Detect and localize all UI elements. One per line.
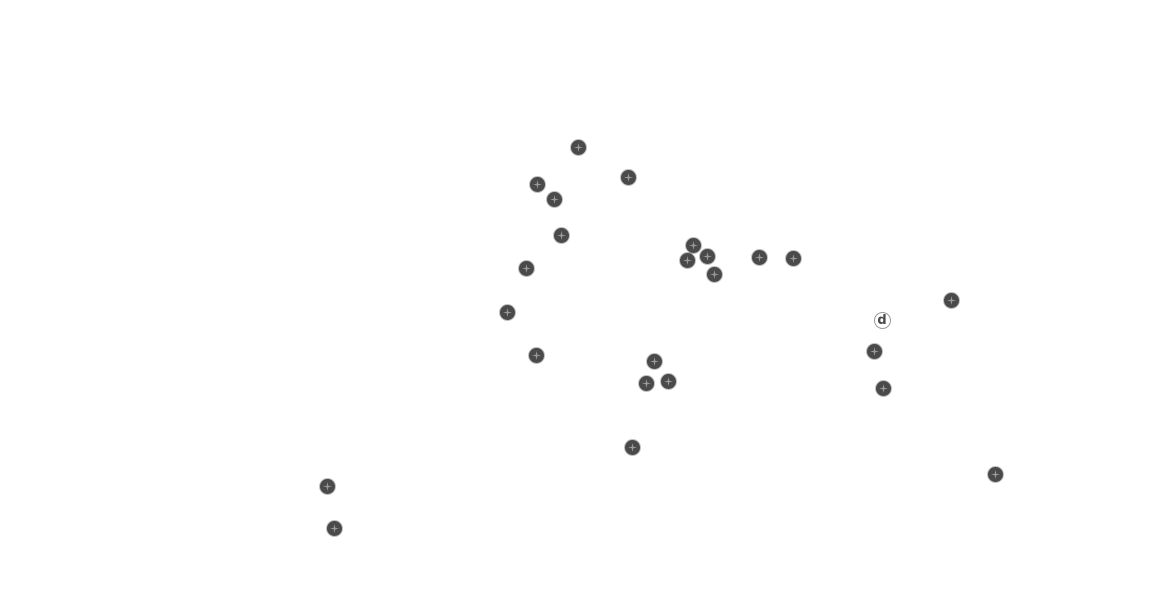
cross-in-circle-icon (688, 240, 698, 250)
cross-in-circle-icon (990, 469, 1000, 479)
cross-in-circle-icon (549, 194, 559, 204)
map-marker[interactable] (499, 304, 515, 320)
map-marker[interactable] (685, 237, 701, 253)
map-marker[interactable] (987, 466, 1003, 482)
cross-in-circle-icon (709, 269, 719, 279)
map-marker[interactable] (943, 292, 959, 308)
cross-in-circle-icon (663, 376, 673, 386)
cross-in-circle-icon (869, 346, 879, 356)
map-marker[interactable] (546, 191, 562, 207)
map-marker[interactable] (529, 176, 545, 192)
map-marker[interactable] (326, 520, 342, 536)
cross-in-circle-icon (649, 356, 659, 366)
map-marker[interactable] (751, 249, 767, 265)
cross-in-circle-icon (702, 251, 712, 261)
cross-in-circle-icon (788, 253, 798, 263)
cross-in-circle-icon (556, 230, 566, 240)
cross-in-circle-icon (322, 481, 332, 491)
cross-in-circle-icon (754, 252, 764, 262)
map-marker[interactable] (866, 343, 882, 359)
cross-in-circle-icon (502, 307, 512, 317)
map-marker[interactable] (624, 439, 640, 455)
cross-in-circle-icon (573, 142, 583, 152)
cross-in-circle-icon (946, 295, 956, 305)
map-marker[interactable] (570, 139, 586, 155)
cross-in-circle-icon (682, 255, 692, 265)
marker-label: d (877, 312, 887, 328)
cross-in-circle-icon (521, 263, 531, 273)
cross-in-circle-icon (623, 172, 633, 182)
cross-in-circle-icon (641, 378, 651, 388)
map-marker[interactable] (660, 373, 676, 389)
map-marker[interactable] (620, 169, 636, 185)
map-marker[interactable] (699, 248, 715, 264)
cross-in-circle-icon (531, 350, 541, 360)
map-marker-labeled[interactable]: d (874, 312, 890, 328)
map-marker[interactable] (875, 380, 891, 396)
map-marker[interactable] (319, 478, 335, 494)
map-marker[interactable] (553, 227, 569, 243)
map-marker[interactable] (646, 353, 662, 369)
cross-in-circle-icon (627, 442, 637, 452)
map-marker[interactable] (785, 250, 801, 266)
map-marker[interactable] (638, 375, 654, 391)
cross-in-circle-icon (532, 179, 542, 189)
map-marker[interactable] (518, 260, 534, 276)
cross-in-circle-icon (878, 383, 888, 393)
map-marker[interactable] (706, 266, 722, 282)
map-marker[interactable] (528, 347, 544, 363)
cross-in-circle-icon (329, 523, 339, 533)
map-marker[interactable] (679, 252, 695, 268)
